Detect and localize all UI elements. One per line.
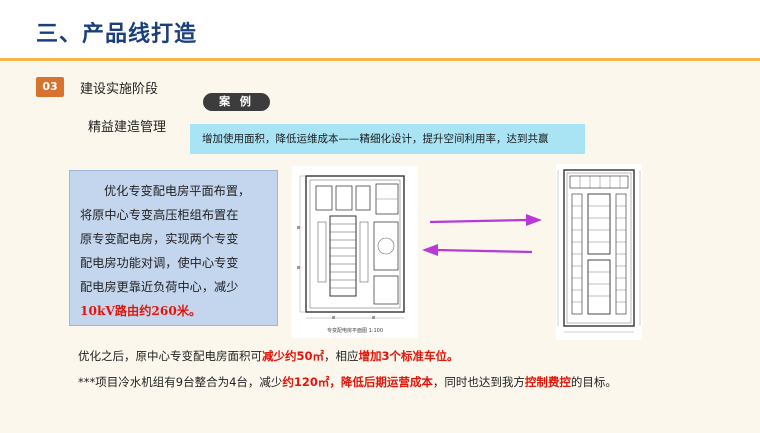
description-line: 配电房更靠近负荷中心，减少 — [80, 280, 239, 294]
arrow-right-icon — [429, 214, 542, 226]
note-text: ***项目冷水机组有9台整合为4台，减少 — [78, 375, 283, 389]
description-box: 优化专变配电房平面布置， 将原中心专变高压柜组布置在 原专变配电房，实现两个专变… — [69, 170, 278, 326]
header-divider — [0, 58, 760, 61]
note-highlight: 减少约50㎡ — [262, 349, 325, 363]
arrow-left-icon — [422, 244, 533, 256]
description-line: 将原中心专变高压柜组布置在 — [80, 208, 239, 222]
description-line: 优化专变配电房平面布置， — [104, 184, 251, 198]
note-text: 优化之后，原中心专变配电房面积可 — [78, 349, 262, 363]
description-highlight: 10kV路由约260米。 — [80, 304, 202, 318]
drawing-caption: 专变配电房平面图 1:100 — [327, 327, 383, 334]
floor-plan-after — [556, 164, 642, 340]
note-text: 的目标。 — [570, 375, 617, 389]
description-line: 配电房功能对调，使中心专变 — [80, 256, 239, 270]
section-number-badge: 03 — [36, 77, 64, 97]
note-text: ，相应 — [324, 349, 359, 363]
case-banner: 增加使用面积，降低运维成本——精细化设计，提升空间利用率，达到共赢 — [190, 124, 585, 154]
header-bar — [0, 0, 760, 58]
note-highlight: 增加3个标准车位。 — [358, 349, 459, 363]
description-line: 原专变配电房，实现两个专变 — [80, 232, 239, 246]
note-text: ，同时也达到我方 — [432, 375, 525, 389]
note-chiller-integration: ***项目冷水机组有9台整合为4台，减少约120㎡，降低后期运营成本，同时也达到… — [78, 374, 617, 390]
note-highlight: 约120㎡，降低后期运营成本 — [282, 375, 433, 389]
note-highlight: 控制费控 — [524, 375, 571, 389]
case-tab: 案 例 — [203, 93, 270, 111]
page-title: 三、产品线打造 — [36, 22, 198, 47]
floor-plan-after-drawing — [557, 169, 641, 333]
note-area-reduction: 优化之后，原中心专变配电房面积可减少约50㎡，相应增加3个标准车位。 — [78, 348, 459, 364]
floor-plan-before: 专变配电房平面图 1:100 — [292, 166, 418, 338]
floor-plan-before-drawing: 专变配电房平面图 1:100 — [297, 175, 405, 334]
stage-label: 建设实施阶段 — [80, 82, 159, 97]
management-label: 精益建造管理 — [88, 120, 167, 135]
